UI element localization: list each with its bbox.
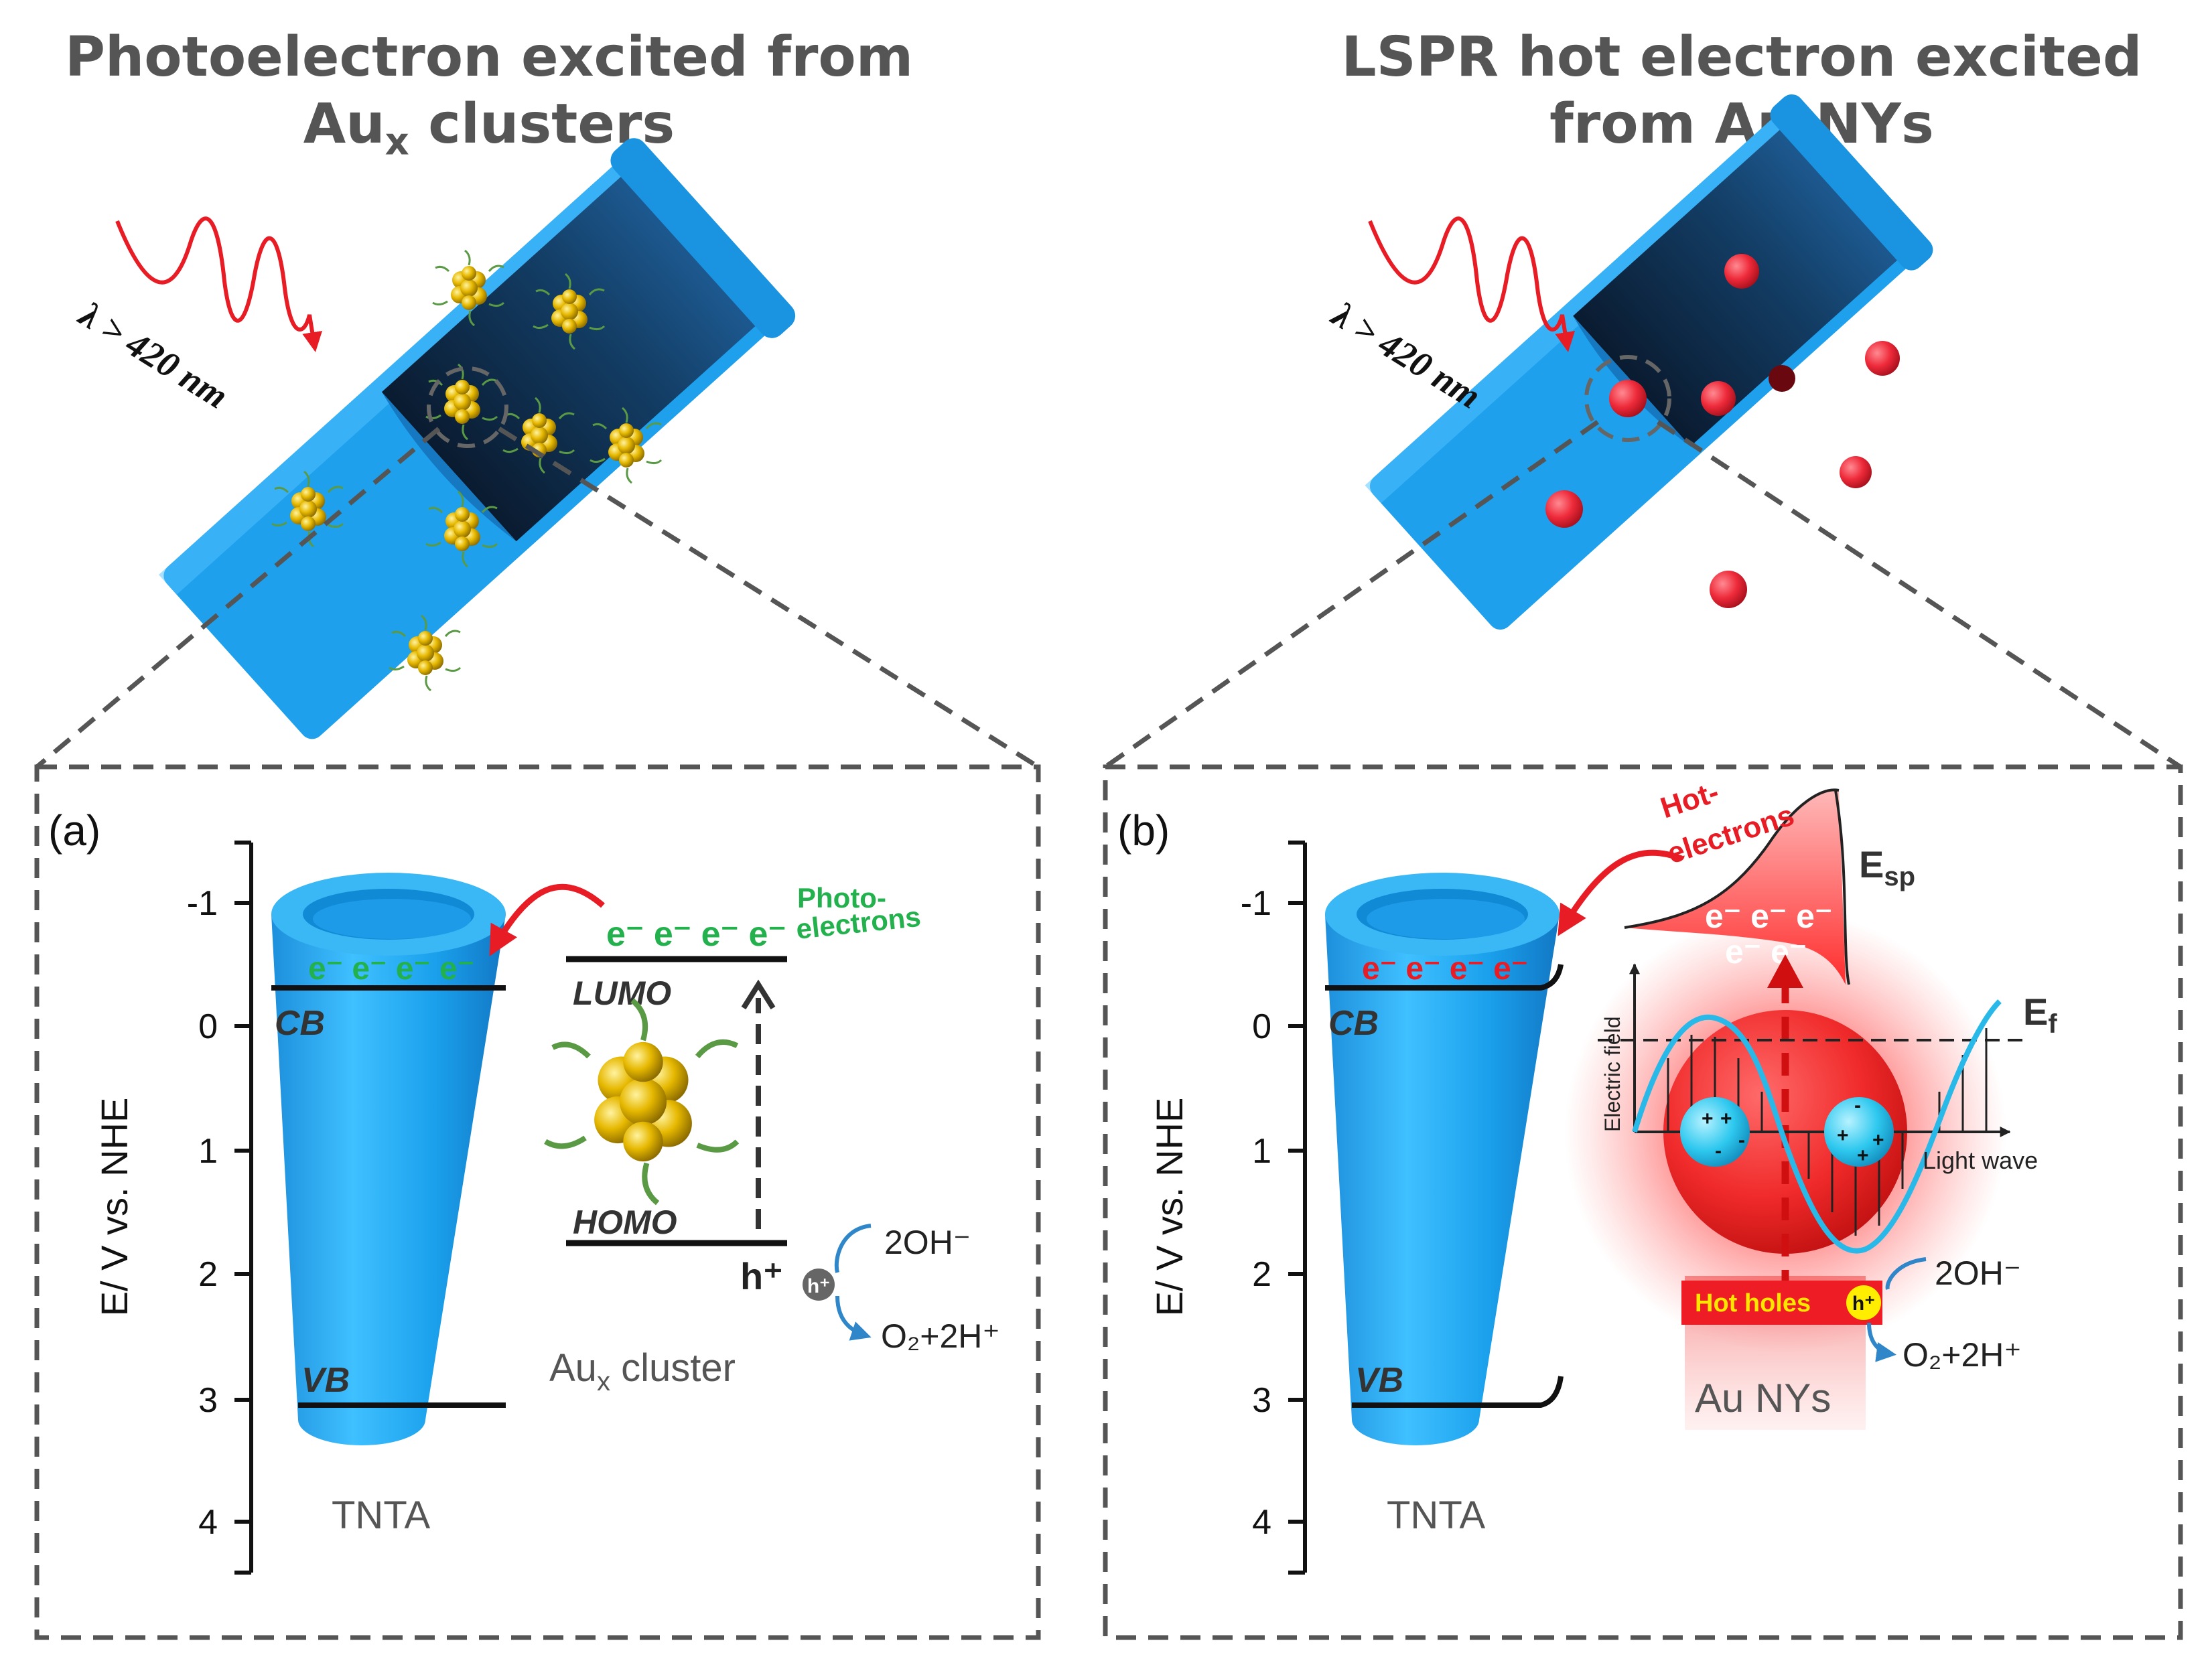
- axis-a: -1 0 1 2 3 4 E/ V vs. NHE: [93, 841, 253, 1575]
- au-cluster-image: [545, 1001, 737, 1203]
- tube-3d-right: [1365, 94, 1933, 630]
- electric-field-plot: ++-- -+++ Electric field Light wave: [1600, 963, 2038, 1254]
- hole-badge-b: h⁺: [1852, 1293, 1875, 1315]
- oh-label-a: 2OH⁻: [884, 1224, 971, 1261]
- hole-badge-a: h⁺: [807, 1275, 830, 1297]
- tick-label-b: 1: [1252, 1132, 1271, 1171]
- tick-label-b: 0: [1252, 1007, 1271, 1046]
- oh-label-b: 2OH⁻: [1935, 1254, 2021, 1292]
- lumo-electrons: e⁻ e⁻ e⁻ e⁻: [606, 915, 786, 954]
- esp-label: Esp: [1859, 843, 1915, 891]
- au-ny-particles: [1545, 254, 1900, 608]
- transfer-arrow-a: [489, 883, 605, 956]
- svg-text:+: +: [1857, 1145, 1869, 1167]
- heading-right-line2: from Au NYs: [1549, 92, 1934, 156]
- tick-label-b: -1: [1241, 884, 1271, 923]
- tube-electrons-b: e⁻ e⁻ e⁻ e⁻: [1362, 951, 1528, 987]
- panel-a: (a) -1 0 1 2 3 4 E/ V vs. NHE: [48, 806, 1000, 1575]
- tnta-tube-b: CB VB e⁻ e⁻ e⁻ e⁻ TNTA: [1325, 873, 1564, 1537]
- tick-label-b: 4: [1252, 1503, 1271, 1542]
- o2-label-b: O₂+2H⁺: [1903, 1336, 2022, 1374]
- panel-a-frame: [34, 764, 1041, 1640]
- light-label-left: λ > 420 nm: [72, 293, 235, 417]
- cluster-levels-a: LUMO HOMO e⁻ e⁻ e⁻ e⁻ Photo- electrons h…: [566, 882, 922, 1297]
- light-label-right: λ > 420 nm: [1324, 293, 1488, 417]
- zoom-circle-left: [427, 366, 508, 448]
- cb-label-a: CB: [275, 1004, 325, 1043]
- tnta-tube-a: CB VB e⁻ e⁻ e⁻ e⁻ TNTA: [271, 873, 506, 1537]
- panel-b: (b) -1 0 1 2 3 4 E/ V vs. NHE: [1117, 776, 2057, 1575]
- cluster-label: Aux cluster: [549, 1346, 736, 1396]
- tube-electrons-a: e⁻ e⁻ e⁻ e⁻: [308, 951, 474, 987]
- svg-text:-: -: [1854, 1094, 1861, 1116]
- vb-label-b: VB: [1355, 1361, 1403, 1400]
- pulse-electrons-row1: e⁻ e⁻ e⁻: [1705, 897, 1832, 935]
- zoom-circle-right: [1584, 355, 1671, 442]
- au-nys-label: Au NYs: [1695, 1376, 1831, 1421]
- axis-b: -1 0 1 2 3 4 E/ V vs. NHE: [1148, 841, 1307, 1575]
- heading-left-line1: Photoelectron excited from: [64, 25, 914, 89]
- cb-label-b: CB: [1328, 1004, 1379, 1043]
- hot-holes-reaction: Hot holes h⁺ 2OH⁻ O₂+2H⁺ Au NYs: [1681, 1254, 2022, 1421]
- axis-label-b: E/ V vs. NHE: [1148, 1098, 1190, 1317]
- tick-label-b: 2: [1252, 1255, 1271, 1294]
- hot-electron-distribution: e⁻ e⁻ e⁻ e⁻ e⁻ Hot- electrons Esp: [1624, 776, 1915, 985]
- transfer-arrow-b: [1558, 849, 1683, 936]
- heading-right-line1: LSPR hot electron excited: [1341, 25, 2142, 89]
- panel-b-tag: (b): [1117, 806, 1170, 855]
- heading-right: LSPR hot electron excited from Au NYs: [1306, 24, 2177, 158]
- panel-a-tag: (a): [48, 806, 100, 855]
- light-wave-left: λ > 420 nm: [72, 216, 323, 417]
- tick-label-a: 1: [198, 1132, 218, 1171]
- tick-label-b: 3: [1252, 1381, 1271, 1420]
- svg-text:+: +: [1720, 1108, 1732, 1130]
- electric-field-label: Electric field: [1600, 1017, 1625, 1133]
- heading-left: Photoelectron excited from Aux clusters: [54, 24, 924, 175]
- excitation-arrowhead: [1767, 954, 1803, 988]
- tick-label-a: 4: [198, 1503, 218, 1542]
- photo-label-line1: Photo-: [797, 882, 886, 914]
- zoom-connectors: [35, 420, 2182, 769]
- svg-text:+: +: [1872, 1129, 1884, 1151]
- homo-label: HOMO: [573, 1204, 677, 1241]
- tick-label-a: 0: [198, 1007, 218, 1046]
- hole-label-a: h⁺: [740, 1255, 783, 1297]
- vb-label-a: VB: [301, 1361, 350, 1400]
- tnta-label-a: TNTA: [332, 1494, 430, 1537]
- svg-text:+: +: [1702, 1108, 1714, 1130]
- axis-label-a: E/ V vs. NHE: [93, 1098, 135, 1317]
- tube-3d-left: [158, 138, 796, 739]
- svg-text:-: -: [1738, 1129, 1745, 1151]
- tick-label-a: -1: [187, 884, 218, 923]
- tick-label-a: 2: [198, 1255, 218, 1294]
- lumo-label: LUMO: [573, 974, 671, 1012]
- hole-reaction-a: h⁺ 2OH⁻ O₂+2H⁺: [803, 1224, 1000, 1355]
- pulse-electrons-row2: e⁻ e⁻: [1725, 933, 1807, 970]
- light-wave-label: Light wave: [1923, 1147, 2038, 1174]
- hot-holes-label: Hot holes: [1695, 1289, 1811, 1317]
- panel-b-frame: [1103, 764, 2183, 1640]
- tick-label-a: 3: [198, 1381, 218, 1420]
- svg-text:+: +: [1837, 1125, 1849, 1147]
- svg-text:-: -: [1715, 1140, 1722, 1162]
- hot-label-line1: Hot-: [1657, 776, 1723, 825]
- ef-label: Ef: [2023, 991, 2057, 1039]
- o2-label-a: O₂+2H⁺: [881, 1317, 1000, 1355]
- tnta-label-b: TNTA: [1387, 1494, 1485, 1537]
